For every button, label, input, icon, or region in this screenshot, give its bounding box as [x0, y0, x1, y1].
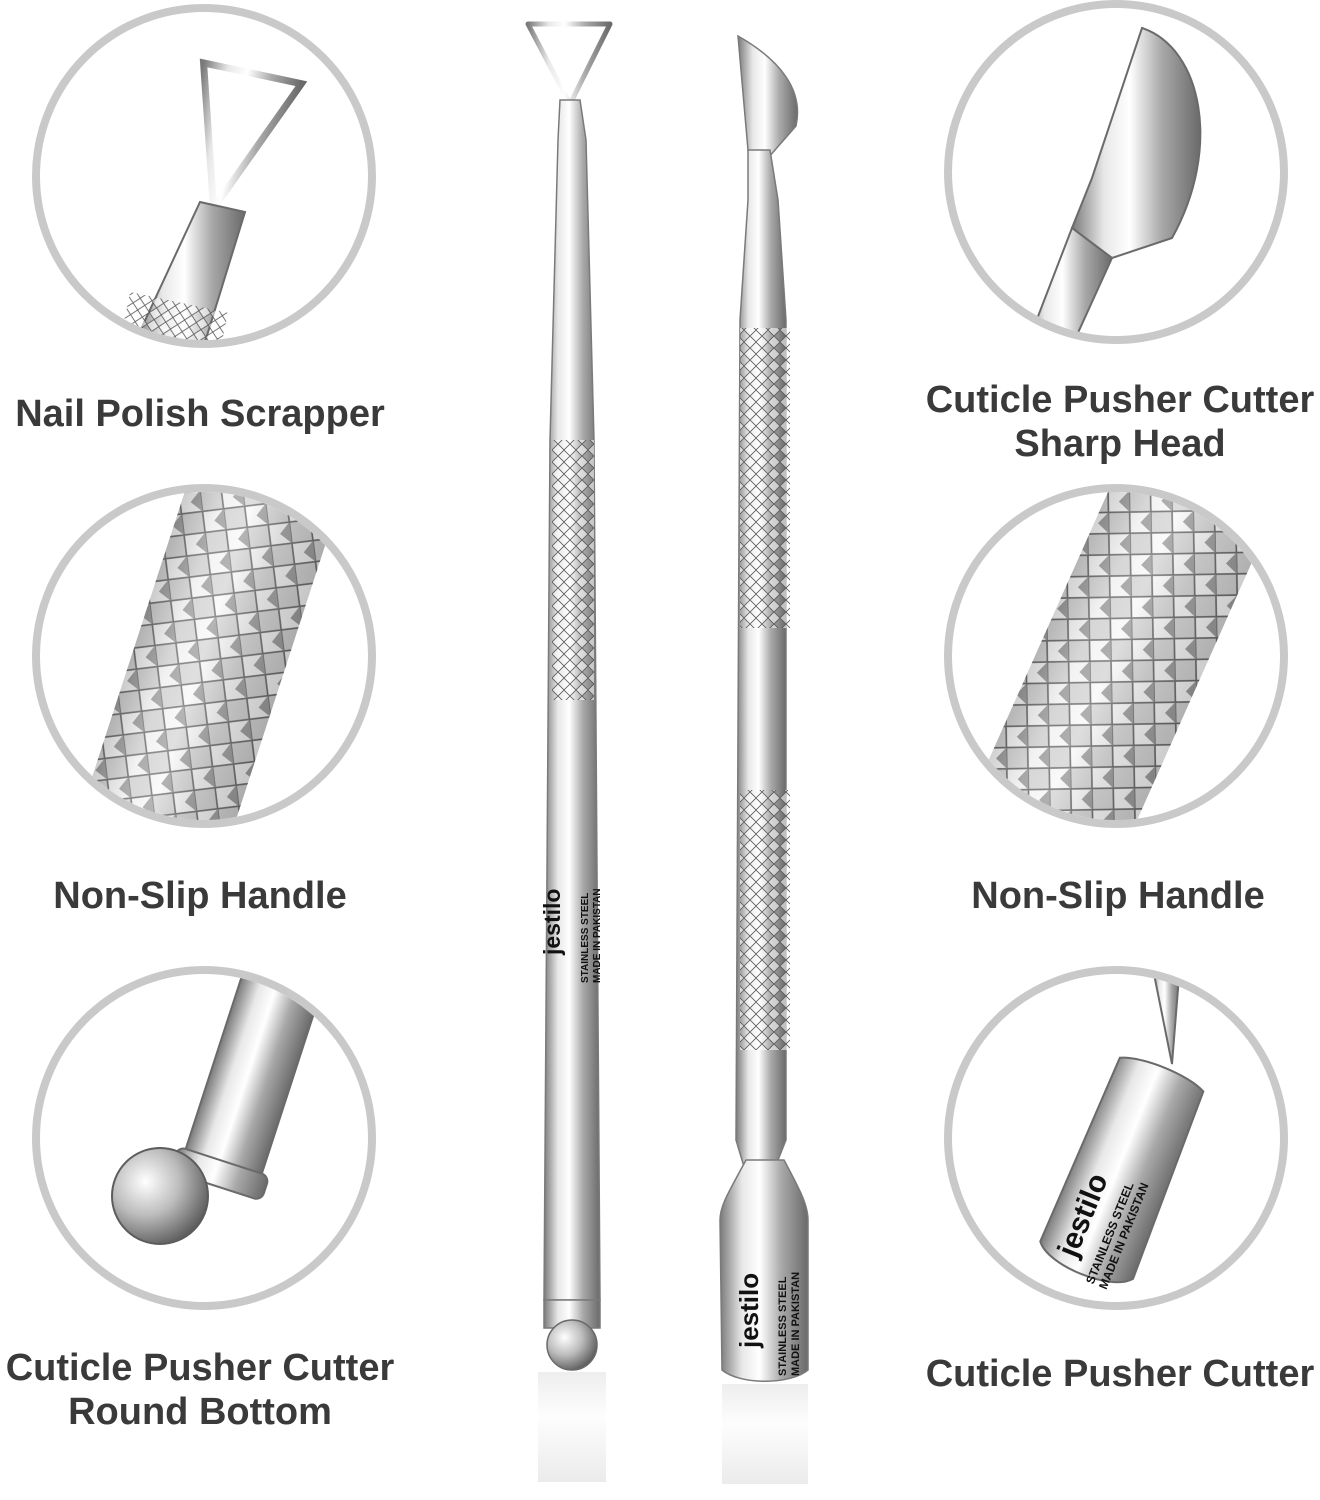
- scraper-caption-line1: Nail Polish Scrapper: [15, 393, 385, 435]
- material-text-left: STAINLESS STEEL: [580, 893, 591, 983]
- scraper-tool: jestilo STAINLESS STEEL MADE IN PAKISTAN: [525, 21, 613, 1482]
- spoon-detail-circle: jestilo STAINLESS STEEL MADE IN PAKISTAN: [944, 966, 1288, 1310]
- grip-detail-circle-right: [944, 484, 1288, 828]
- knurled-grip-icon: [71, 492, 345, 820]
- ball-end-caption-line1: Cuticle Pusher Cutter: [5, 1347, 395, 1389]
- blade-caption-line2: Sharp Head: [1014, 423, 1226, 465]
- grip-caption-right-line1: Non-Slip Handle: [971, 875, 1265, 917]
- blade-detail-circle: [944, 0, 1288, 344]
- origin-text-right: MADE IN PAKISTAN: [790, 1272, 802, 1376]
- ball-end-caption: Cuticle Pusher Cutter Round Bottom: [0, 1346, 400, 1434]
- ball-end-icon: [111, 974, 325, 1245]
- ball-end-detail-circle: [32, 966, 376, 1310]
- blade-caption: Cuticle Pusher Cutter Sharp Head: [920, 378, 1320, 466]
- spoon-caption-line1: Cuticle Pusher Cutter: [925, 1353, 1315, 1395]
- origin-text-left: MADE IN PAKISTAN: [592, 888, 603, 983]
- pusher-tool: jestilo STAINLESS STEEL MADE IN PAKISTAN: [719, 34, 809, 1484]
- blade-head-icon: [1029, 26, 1202, 336]
- grip-caption-left: Non-Slip Handle: [0, 874, 400, 918]
- scraper-caption: Nail Polish Scrapper: [0, 392, 400, 436]
- triangle-scraper-icon: [121, 58, 308, 340]
- grip-detail-circle-left: [32, 484, 376, 828]
- grip-caption-right: Non-Slip Handle: [918, 874, 1318, 918]
- brand-logo-text-right: jestilo: [734, 1273, 764, 1349]
- blade-caption-line1: Cuticle Pusher Cutter: [925, 379, 1315, 421]
- knurled-grip-icon: [960, 492, 1278, 820]
- grip-caption-left-line1: Non-Slip Handle: [53, 875, 347, 917]
- spoon-pusher-icon: jestilo STAINLESS STEEL MADE IN PAKISTAN: [1039, 974, 1205, 1291]
- scraper-detail-circle: [32, 4, 376, 348]
- material-text-right: STAINLESS STEEL: [777, 1276, 789, 1376]
- ball-end-caption-line2: Round Bottom: [68, 1391, 332, 1433]
- spoon-caption: Cuticle Pusher Cutter: [920, 1352, 1320, 1396]
- brand-logo-text-left: jestilo: [539, 889, 565, 956]
